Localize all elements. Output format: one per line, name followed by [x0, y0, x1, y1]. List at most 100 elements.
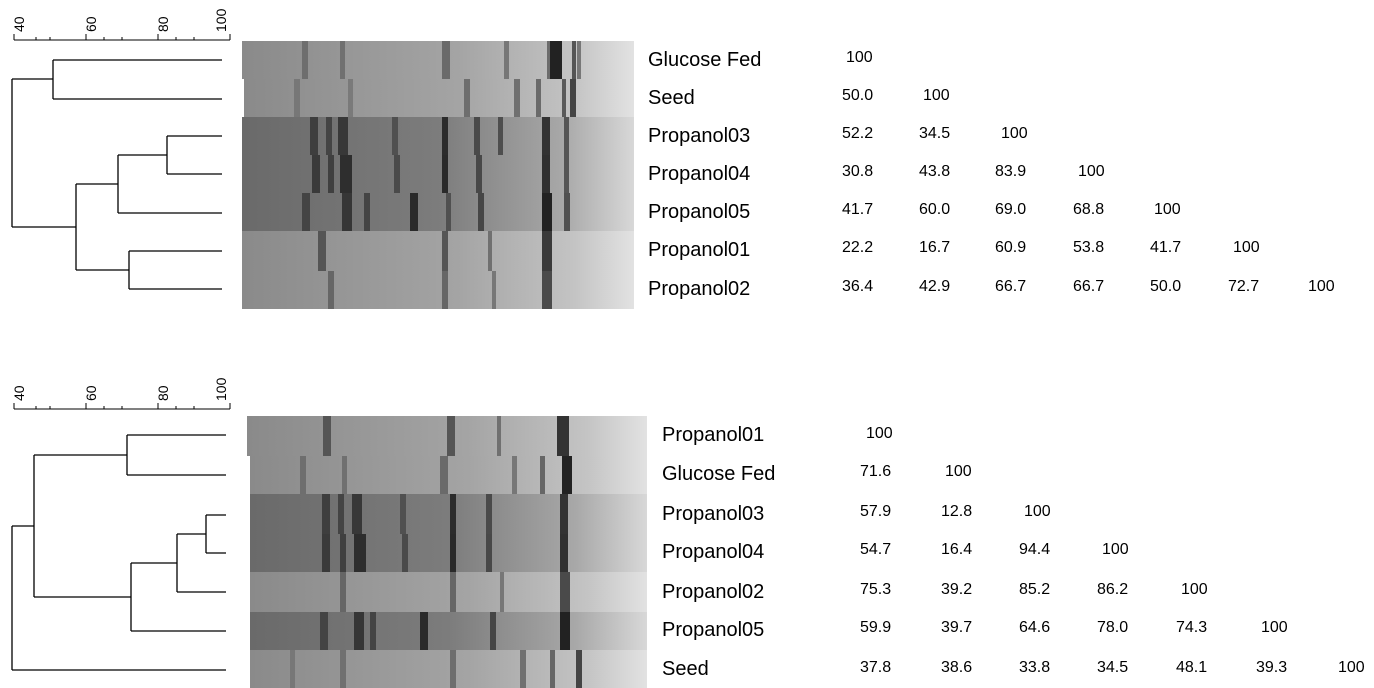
- gel-lane: [242, 231, 634, 271]
- matrix-cell: 100: [923, 87, 950, 104]
- sample-labels: Propanol01 Glucose Fed Propanol03 Propan…: [662, 424, 775, 680]
- matrix-cell: 64.6: [1019, 619, 1050, 636]
- matrix-cell: 74.3: [1176, 619, 1207, 636]
- scale-tick-100: 100: [213, 8, 229, 32]
- gel-lane: [250, 612, 647, 650]
- matrix-cell: 60.9: [995, 239, 1026, 256]
- matrix-cell: 83.9: [995, 163, 1026, 180]
- sample-label: Seed: [662, 658, 709, 680]
- matrix-cell: 78.0: [1097, 619, 1128, 636]
- matrix-cell: 100: [866, 425, 893, 442]
- sample-label: Glucose Fed: [648, 49, 761, 71]
- matrix-cell: 16.4: [941, 541, 972, 558]
- sample-label: Propanol04: [662, 541, 764, 563]
- matrix-cell: 42.9: [919, 278, 950, 295]
- matrix-cell: 94.4: [1019, 541, 1050, 558]
- gel-lane: [250, 572, 647, 612]
- similarity-scale: [13, 403, 231, 410]
- matrix-cell: 16.7: [919, 239, 950, 256]
- gel-image: [247, 416, 647, 688]
- similarity-scale: [13, 34, 231, 41]
- gel-lane: [247, 416, 647, 456]
- matrix-cell: 68.8: [1073, 201, 1104, 218]
- gel-lane: [250, 534, 647, 572]
- matrix-cell: 71.6: [860, 463, 891, 480]
- gel-lane: [242, 41, 634, 79]
- matrix-cell: 36.4: [842, 278, 873, 295]
- sample-label: Seed: [648, 87, 695, 109]
- scale-tick-60: 60: [83, 385, 99, 401]
- matrix-cell: 39.3: [1256, 659, 1287, 676]
- matrix-cell: 100: [1078, 163, 1105, 180]
- scale-tick-40: 40: [11, 385, 27, 401]
- matrix-cell: 37.8: [860, 659, 891, 676]
- similarity-matrix: 100 71.6 100 57.9 12.8 100 54.7 16.4 94.…: [860, 425, 1365, 676]
- matrix-cell: 43.8: [919, 163, 950, 180]
- matrix-cell: 60.0: [919, 201, 950, 218]
- matrix-cell: 85.2: [1019, 581, 1050, 598]
- matrix-cell: 72.7: [1228, 278, 1259, 295]
- matrix-cell: 100: [846, 49, 873, 66]
- matrix-cell: 75.3: [860, 581, 891, 598]
- matrix-cell: 57.9: [860, 503, 891, 520]
- matrix-cell: 100: [1001, 125, 1028, 142]
- sample-label: Propanol01: [662, 424, 764, 446]
- scale-tick-80: 80: [155, 16, 171, 32]
- sample-label: Propanol03: [662, 503, 764, 525]
- matrix-cell: 69.0: [995, 201, 1026, 218]
- matrix-cell: 100: [1338, 659, 1365, 676]
- matrix-cell: 100: [1181, 581, 1208, 598]
- similarity-matrix: 100 50.0 100 52.2 34.5 100 30.8 43.8 83.…: [842, 49, 1335, 295]
- sample-label: Propanol02: [648, 278, 750, 300]
- matrix-cell: 41.7: [1150, 239, 1181, 256]
- dendrogram-tree: [11, 59, 222, 290]
- matrix-cell: 66.7: [1073, 278, 1104, 295]
- gel-lane: [244, 79, 634, 117]
- panel-2: 40 60 80 100: [11, 377, 1365, 688]
- sample-label: Propanol04: [648, 163, 750, 185]
- sample-label: Propanol03: [648, 125, 750, 147]
- matrix-cell: 54.7: [860, 541, 891, 558]
- matrix-cell: 48.1: [1176, 659, 1207, 676]
- dendrogram-tree: [11, 434, 226, 671]
- matrix-cell: 100: [945, 463, 972, 480]
- matrix-cell: 22.2: [842, 239, 873, 256]
- matrix-cell: 59.9: [860, 619, 891, 636]
- sample-labels: Glucose Fed Seed Propanol03 Propanol04 P…: [648, 49, 761, 300]
- sample-label: Glucose Fed: [662, 463, 775, 485]
- matrix-cell: 53.8: [1073, 239, 1104, 256]
- panel-1: 40 60 80 100: [11, 8, 1335, 309]
- matrix-cell: 66.7: [995, 278, 1026, 295]
- scale-tick-80: 80: [155, 385, 171, 401]
- matrix-cell: 86.2: [1097, 581, 1128, 598]
- matrix-cell: 34.5: [1097, 659, 1128, 676]
- matrix-cell: 38.6: [941, 659, 972, 676]
- gel-lane: [242, 271, 634, 309]
- matrix-cell: 52.2: [842, 125, 873, 142]
- matrix-cell: 12.8: [941, 503, 972, 520]
- matrix-cell: 33.8: [1019, 659, 1050, 676]
- gel-lane: [250, 650, 647, 688]
- gel-lane: [250, 494, 647, 534]
- matrix-cell: 50.0: [842, 87, 873, 104]
- matrix-cell: 100: [1154, 201, 1181, 218]
- matrix-cell: 100: [1102, 541, 1129, 558]
- matrix-cell: 41.7: [842, 201, 873, 218]
- matrix-cell: 50.0: [1150, 278, 1181, 295]
- gel-lane: [242, 117, 634, 155]
- gel-lane: [250, 456, 647, 494]
- gel-lane: [242, 193, 634, 231]
- gel-image: [242, 41, 634, 309]
- scale-tick-60: 60: [83, 16, 99, 32]
- gel-lane: [242, 155, 634, 193]
- matrix-cell: 34.5: [919, 125, 950, 142]
- matrix-cell: 30.8: [842, 163, 873, 180]
- sample-label: Propanol01: [648, 239, 750, 261]
- matrix-cell: 100: [1233, 239, 1260, 256]
- matrix-cell: 39.2: [941, 581, 972, 598]
- matrix-cell: 100: [1308, 278, 1335, 295]
- sample-label: Propanol05: [648, 201, 750, 223]
- matrix-cell: 100: [1261, 619, 1288, 636]
- matrix-cell: 100: [1024, 503, 1051, 520]
